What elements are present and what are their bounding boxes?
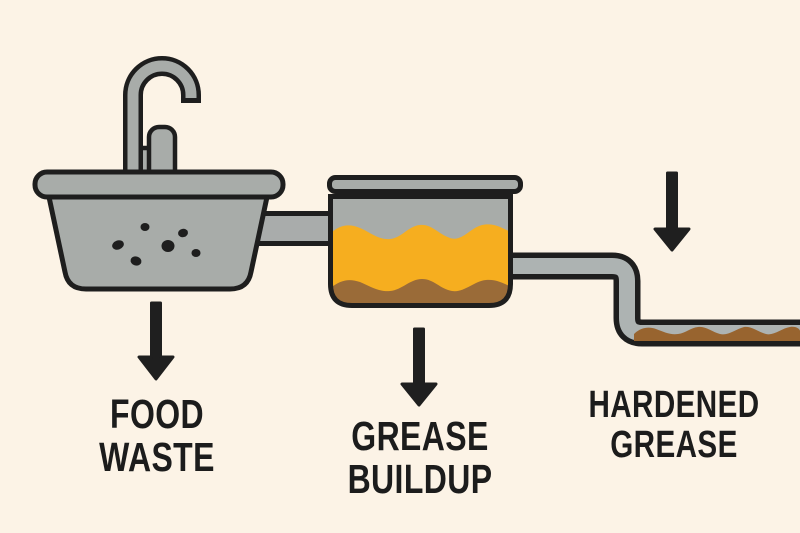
down-arrow-hardened-grease [653,171,691,252]
label-grease-buildup-line1: GREASE [351,413,489,459]
label-food-waste-line2: WASTE [99,434,215,481]
label-grease-buildup: GREASE BUILDUP [334,413,506,503]
sewer-pipe [505,252,800,347]
label-grease-buildup-line2: BUILDUP [347,456,493,503]
label-food-waste: FOOD WASTE [71,391,243,481]
label-hardened-grease-line2: GREASE [610,424,738,467]
sink-basin [45,194,271,292]
sink-drain-pipe [250,211,341,246]
label-hardened-grease-line1: HARDENED [588,384,760,426]
grease-trap-lid [327,175,523,194]
hardened-grease-layer [634,326,800,341]
grease-trap [327,175,523,308]
sink-rim [32,169,286,200]
down-arrow-food-waste [137,301,175,381]
kitchen-sink [32,56,286,292]
label-food-waste-line1: FOOD [110,391,204,437]
label-hardened-grease: HARDENED GREASE [588,385,760,466]
food-particles [112,223,201,266]
down-arrow-grease-buildup [400,327,438,407]
